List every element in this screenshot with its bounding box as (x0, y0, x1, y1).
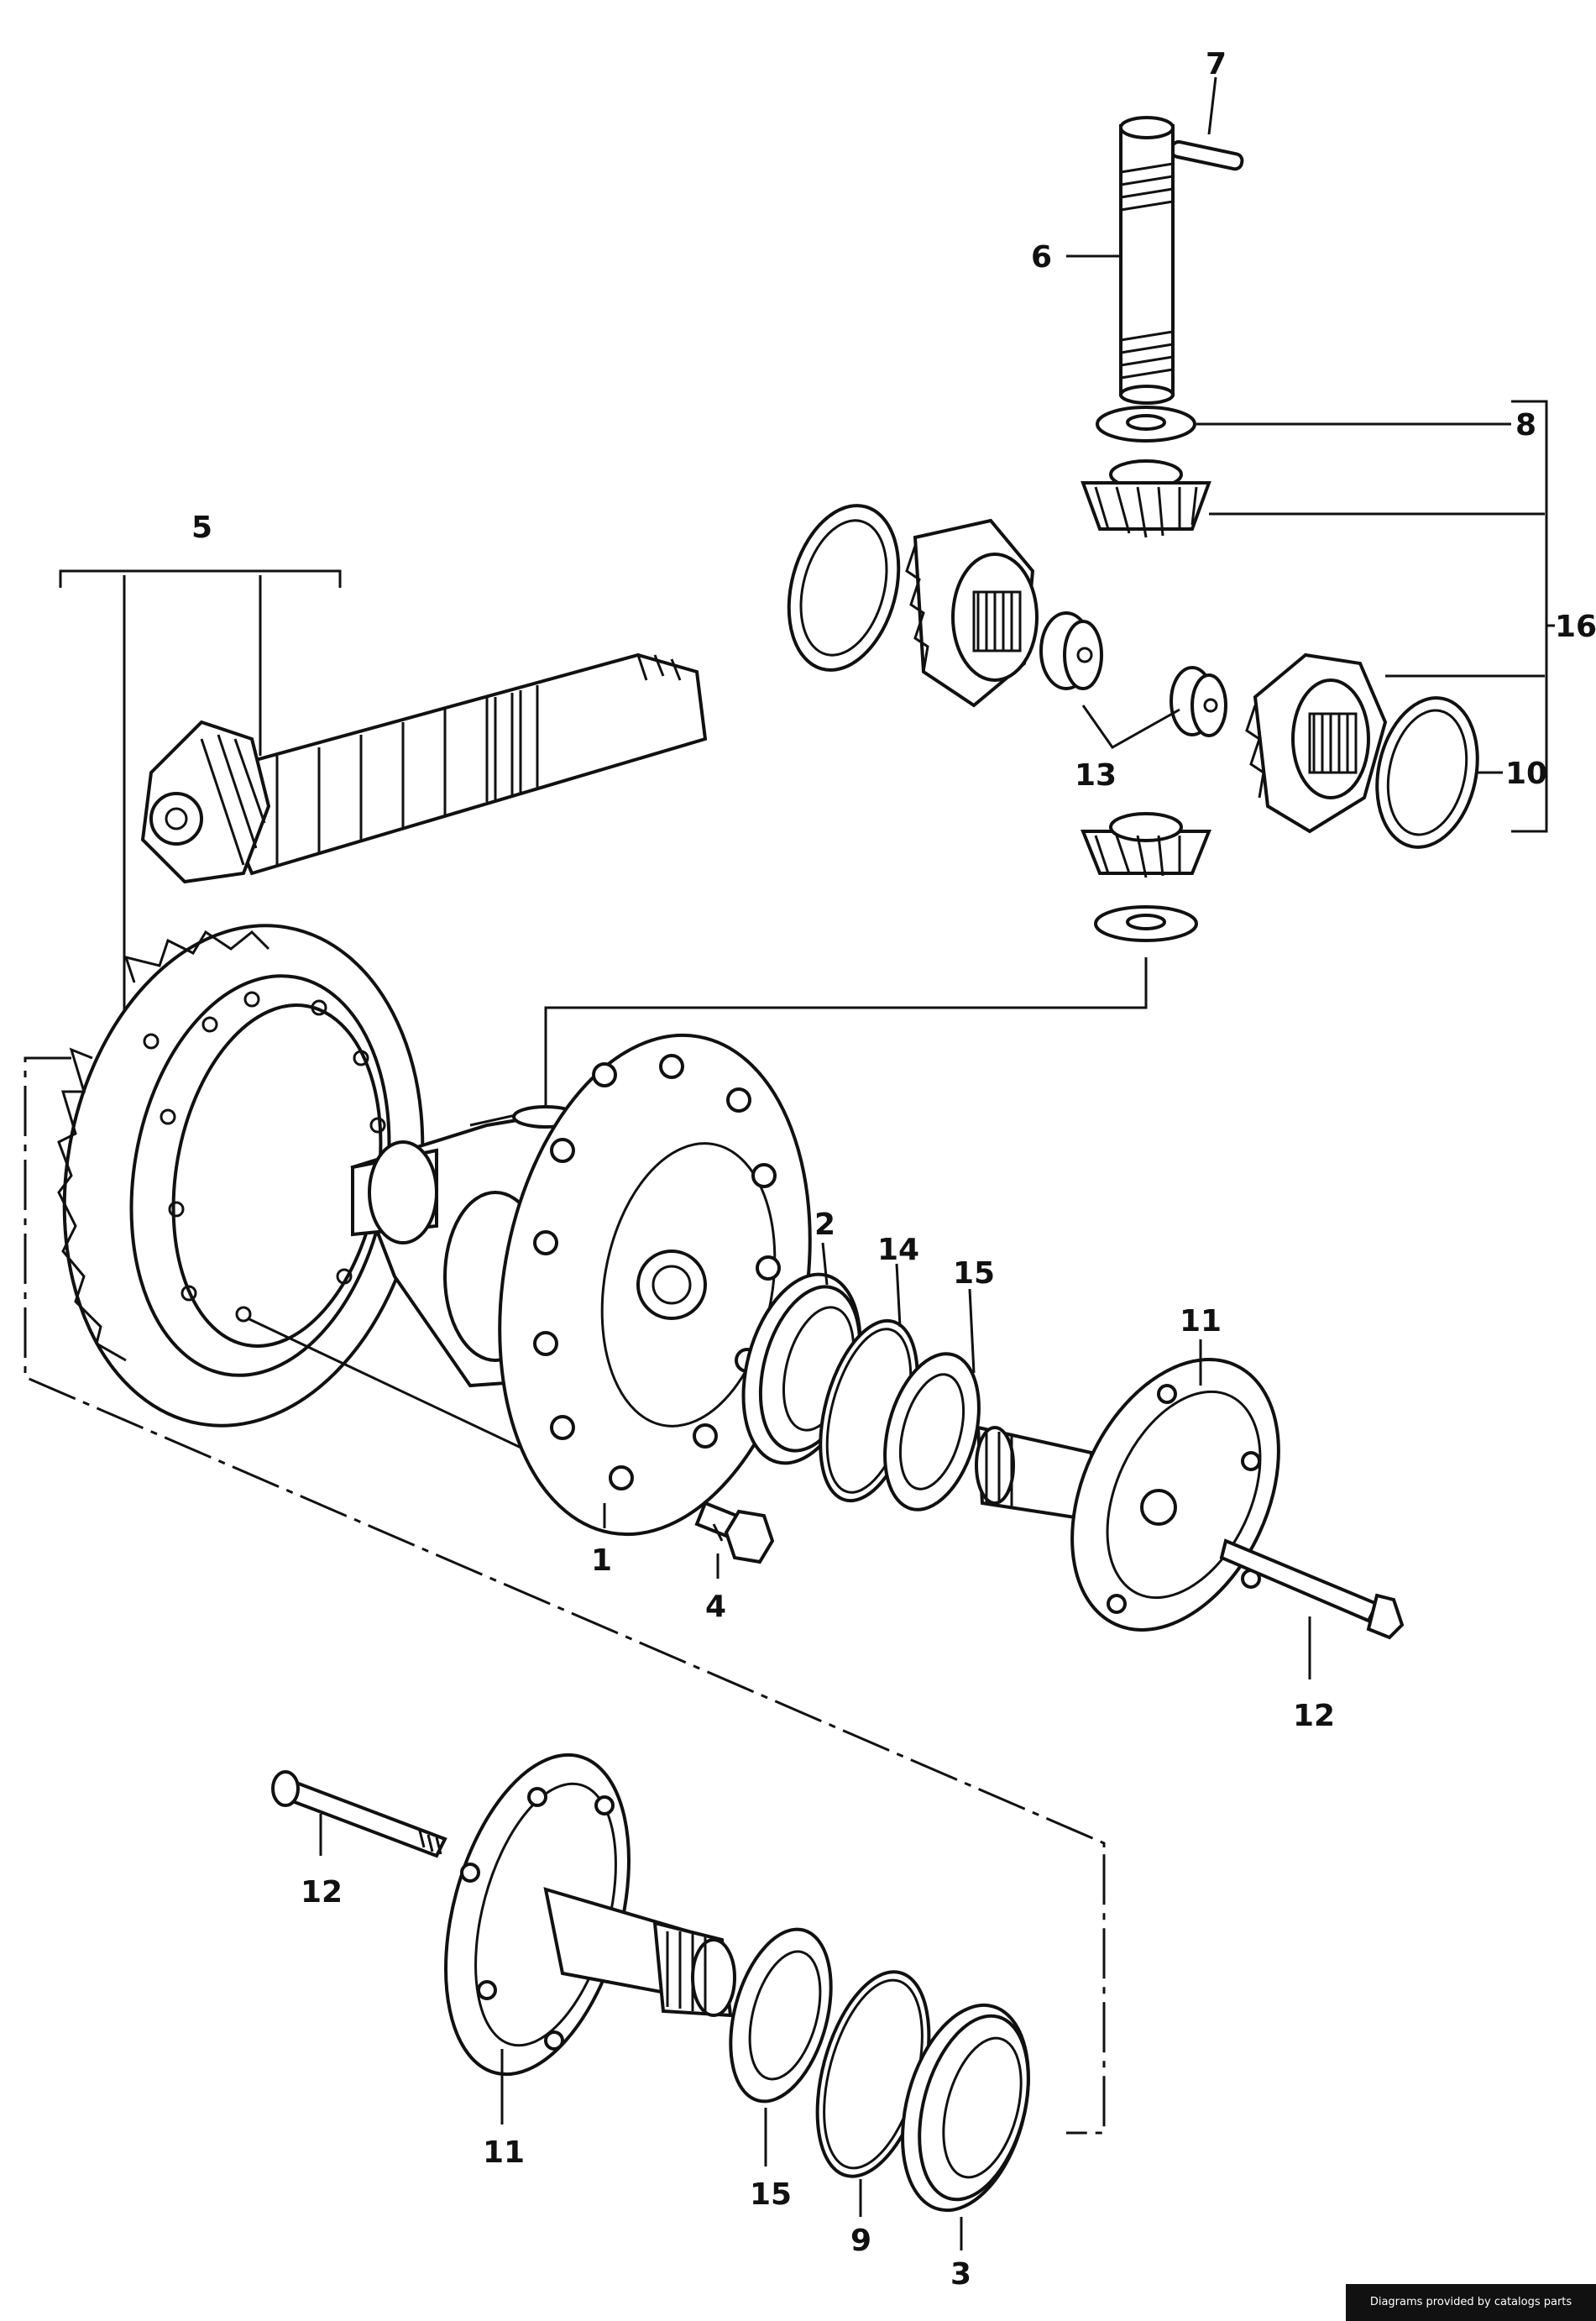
part-8-thrust-washer (1096, 406, 1511, 443)
side-gear-left (787, 504, 1039, 708)
part-6-shaft (1066, 116, 1175, 405)
callout-7: 7 (1206, 47, 1227, 81)
callout-12-upper: 12 (1293, 1699, 1335, 1733)
callout-14: 14 (877, 1233, 919, 1267)
callout-11-lower: 11 (483, 2135, 525, 2170)
part-15-seal-upper (883, 1288, 981, 1512)
part-16-bracket (1511, 400, 1555, 833)
callout-6: 6 (1031, 240, 1052, 275)
callout-9: 9 (850, 2224, 871, 2258)
callout-1: 1 (591, 1543, 612, 1578)
side-gear-right (1245, 652, 1545, 834)
ring-gear (57, 924, 639, 1505)
part-15-seal-lower (729, 1927, 833, 2166)
part-3-bearing (901, 2003, 1030, 2250)
callout-15-upper: 15 (953, 1256, 995, 1291)
callout-12-lower: 12 (301, 1875, 343, 1910)
callout-8: 8 (1515, 408, 1536, 443)
part-12-bolt-lower (271, 1770, 447, 1858)
callout-15-lower: 15 (750, 2177, 792, 2212)
part-7-pin (1170, 76, 1244, 171)
part-9-spacer-ring (815, 1970, 931, 2217)
callout-labels: 1 2 3 4 5 6 7 8 9 10 11 11 12 12 13 14 1… (191, 47, 1596, 2292)
differential-pinion-gear-bottom (544, 812, 1211, 1108)
credit-badge: Diagrams provided by catalogs parts (1346, 2284, 1596, 2321)
part-12-bolt-upper (1219, 1538, 1405, 1679)
part-4-bolt (694, 1501, 775, 1579)
callout-2: 2 (814, 1208, 835, 1242)
callout-13: 13 (1075, 758, 1117, 793)
part-11-flange-upper (975, 1339, 1280, 1632)
callout-5: 5 (191, 511, 212, 545)
callout-4: 4 (705, 1590, 726, 1624)
part-10-thrust-washer (1375, 696, 1503, 849)
part-11-flange-lower (444, 1753, 736, 2125)
callout-16: 16 (1555, 610, 1596, 644)
part-1-differential-case (350, 1033, 812, 1537)
callout-10: 10 (1505, 757, 1547, 791)
differential-pinion-gear-top (1081, 459, 1545, 538)
part-5-pinion-shaft (59, 569, 708, 1058)
part-13-thrust-cups (1039, 611, 1227, 749)
assembly-lines (24, 1056, 1106, 2135)
callout-11-upper: 11 (1180, 1304, 1222, 1339)
callout-3: 3 (950, 2257, 971, 2292)
